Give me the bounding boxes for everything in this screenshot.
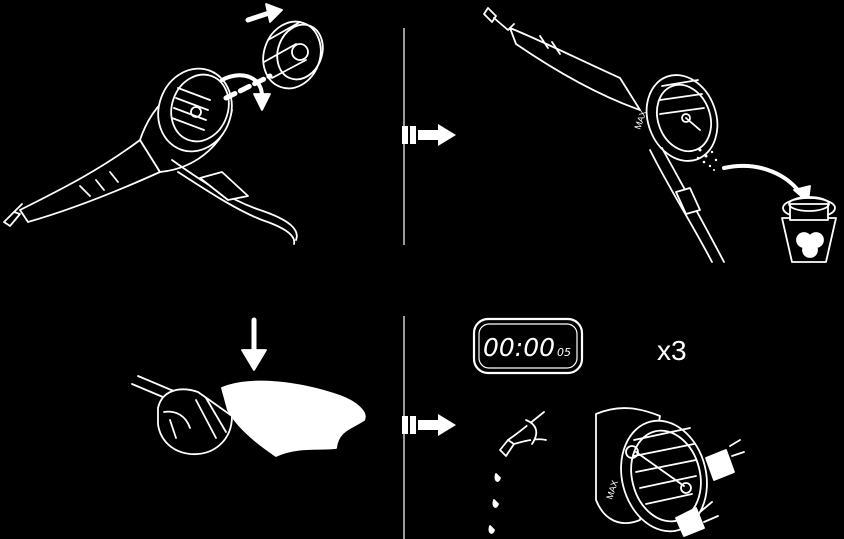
repeat-count-label: x3 bbox=[657, 335, 687, 366]
step-arrow-bottom bbox=[402, 414, 456, 436]
timer-display bbox=[472, 317, 584, 375]
timer-seconds-subscript: 05 bbox=[557, 346, 571, 359]
panel-rinse: 00:00 05 x3 MAX bbox=[472, 317, 745, 537]
step-arrow-top bbox=[402, 124, 456, 146]
panel-wipe bbox=[131, 317, 366, 457]
timer-value: 00:00 bbox=[483, 333, 555, 362]
panel-unscrew-cap bbox=[3, 3, 324, 245]
panel-empty-debris: MAX bbox=[483, 7, 837, 263]
